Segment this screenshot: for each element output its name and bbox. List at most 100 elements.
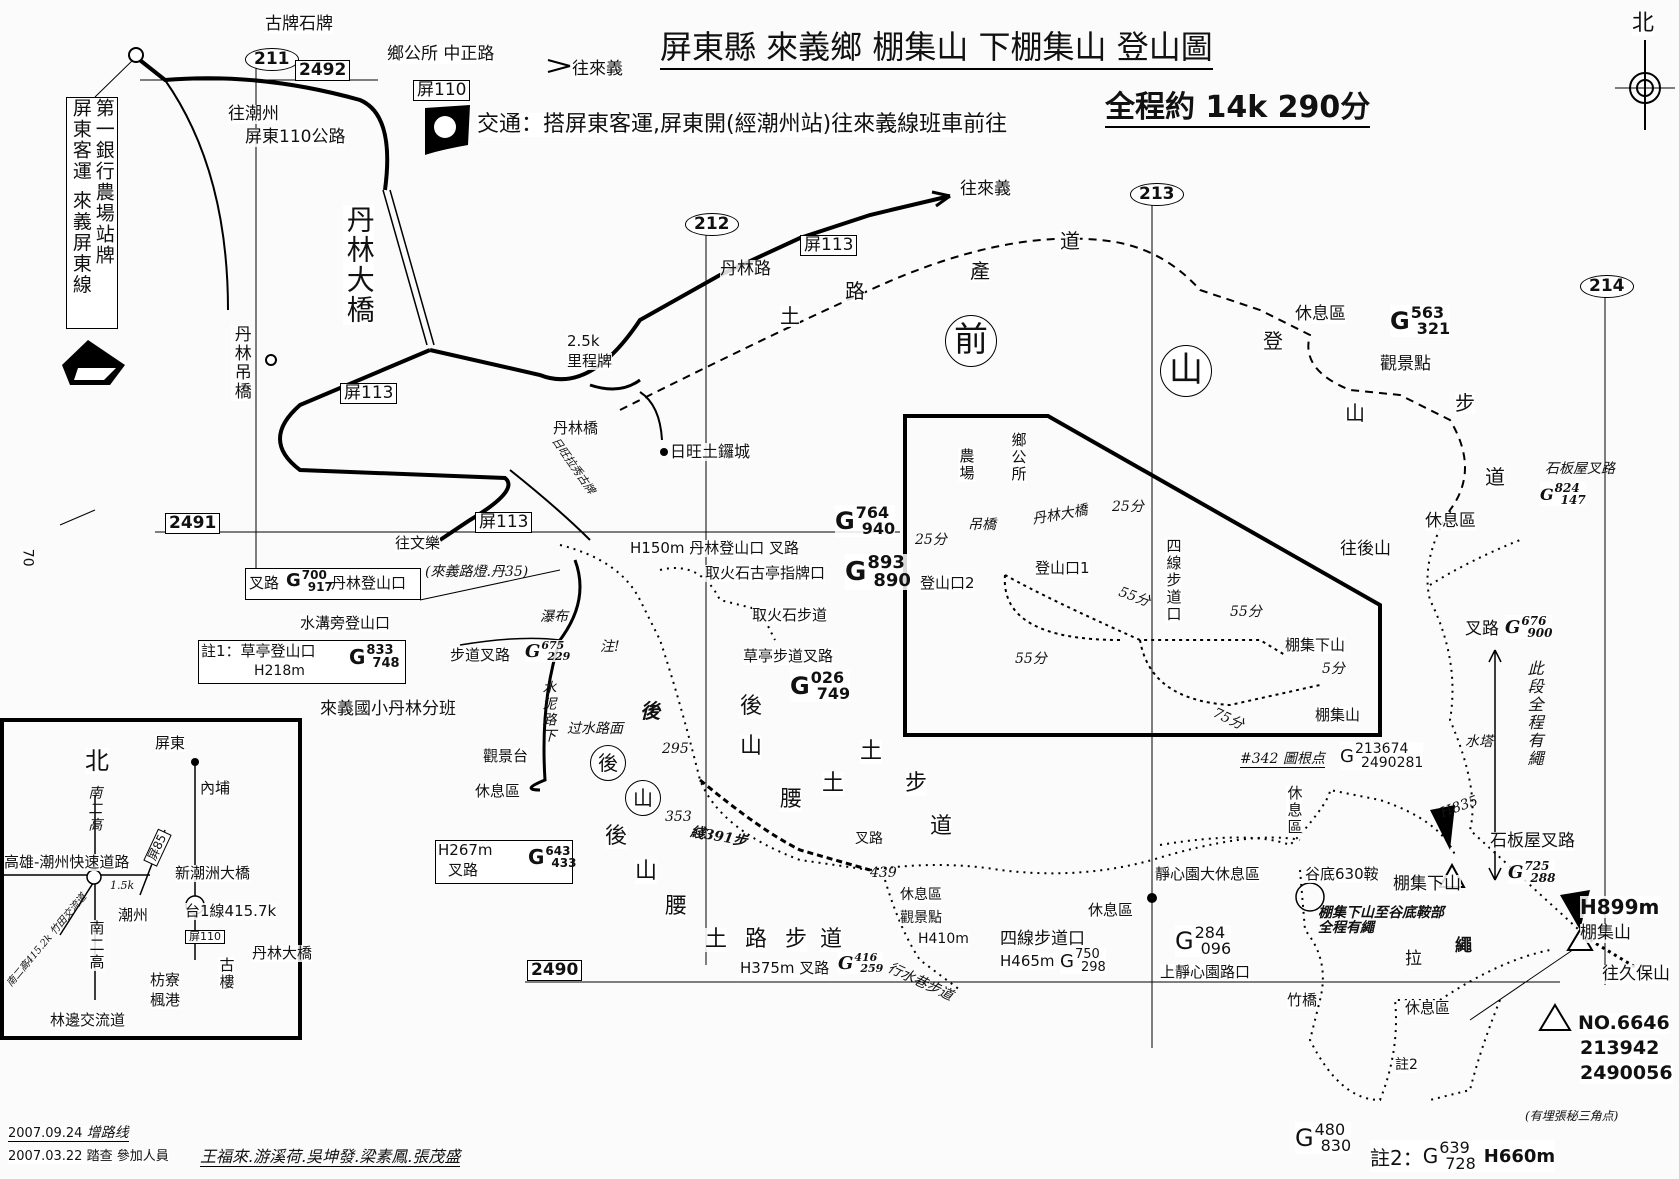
bus-stop-name: 第一銀行農場站牌 bbox=[92, 98, 115, 266]
rope-section-note: 棚集下山至谷底鞍部 全程有繩 bbox=[1318, 905, 1444, 937]
inset-time: 5分 bbox=[1322, 661, 1345, 677]
footer-row-1: 2007.09.24 增路线 bbox=[8, 1125, 129, 1143]
bus-icon bbox=[62, 340, 125, 385]
locator-pingtung: 屏東 bbox=[155, 734, 186, 752]
road-branch bbox=[509, 469, 591, 541]
trail-cement bbox=[529, 559, 582, 792]
xia-peak-label: 棚集下山 bbox=[1393, 874, 1461, 894]
trail-char: 土 bbox=[860, 739, 883, 765]
road-p113-label: 屏113 bbox=[475, 512, 533, 533]
road-212-marker: 212 bbox=[685, 213, 739, 236]
trail-char: 後 bbox=[740, 694, 763, 720]
grid-2492-label: 2492 bbox=[295, 60, 351, 81]
trail-loop-south bbox=[1299, 869, 1551, 1102]
north-label: 北 bbox=[1632, 11, 1655, 37]
jingxin-circle bbox=[1295, 882, 1325, 912]
gupai-label: 古牌石牌 bbox=[265, 14, 333, 34]
rest-area-label: 休息區 bbox=[900, 887, 942, 904]
inset-route-box bbox=[903, 414, 1382, 737]
road-113-west bbox=[278, 348, 511, 542]
to-back-mountain-label: 往後山 bbox=[1340, 539, 1391, 559]
h410-label: H410m bbox=[918, 931, 969, 948]
mountain-circle: 山 bbox=[1160, 345, 1212, 397]
transport-note: 交通：搭屏東客運,屏東開(經潮州站)往來義線班車前往 bbox=[477, 112, 1008, 138]
pingtung-110-label: 屏東110公路 bbox=[245, 127, 346, 147]
upper-jingxin-label: 上靜心園路口 bbox=[1160, 963, 1251, 981]
page-number: 70 bbox=[19, 548, 36, 567]
caution-label: 注! bbox=[600, 639, 620, 655]
survey-date: 2007.03.22 bbox=[8, 1149, 83, 1164]
riwang-label: 日旺土鑼城 bbox=[670, 442, 751, 461]
rest-marker bbox=[1147, 893, 1157, 903]
road-char: 產 bbox=[970, 259, 990, 283]
industrial-road bbox=[619, 237, 1466, 511]
road-p113-label: 屏113 bbox=[800, 235, 858, 256]
front-mountain-circle: 前 bbox=[945, 315, 997, 367]
trail-four-line bbox=[869, 836, 1301, 875]
locator-box bbox=[0, 718, 302, 1040]
triangulation-point-icon bbox=[1538, 1003, 1572, 1031]
trail-char: 步 bbox=[905, 771, 928, 797]
milestone-km: 2.5k bbox=[567, 332, 600, 350]
road-p110-label: 屏110 bbox=[413, 80, 471, 101]
locator-p110: 屏110 bbox=[185, 930, 225, 945]
inset-four-line: 四線步道口 bbox=[1164, 538, 1183, 623]
inset-entry2: 登山口2 bbox=[920, 574, 975, 592]
arrow-icon bbox=[931, 190, 951, 208]
road-char: 道 bbox=[1060, 229, 1080, 253]
trail-east bbox=[1426, 509, 1591, 941]
note2-marker: 註2 bbox=[1395, 1057, 1418, 1074]
trail-to-jiubao bbox=[1589, 938, 1641, 972]
footer-row-2: 2007.03.22 踏查 參加人員 bbox=[8, 1149, 169, 1165]
road-char: 土 bbox=[780, 304, 800, 328]
rest-area-label: 休息區 bbox=[1295, 304, 1346, 324]
h218-label: H218m bbox=[254, 663, 305, 679]
waterfall-label: 瀑布 bbox=[540, 609, 568, 625]
update-note: 增路线 bbox=[86, 1125, 129, 1141]
bus-line: 屏東客運 來義屏東線 bbox=[69, 98, 92, 296]
streetlight-note: (來義路燈.丹35) bbox=[425, 564, 529, 580]
inset-time: 25分 bbox=[1112, 499, 1144, 515]
locator-fenggang: 楓港 bbox=[150, 991, 181, 1009]
trail-char: 腰 bbox=[780, 787, 803, 813]
school-label: 來義國小丹林分班 bbox=[320, 699, 456, 719]
members-list: 王福來.游溪荷.吳坤發.梁素鳳.張茂盛 bbox=[200, 1147, 461, 1167]
pointer-line bbox=[59, 509, 96, 526]
update-date: 2007.09.24 bbox=[8, 1126, 83, 1141]
water-tower-label: 水塔 bbox=[1465, 734, 1493, 750]
to-wenle-label: 往文樂 bbox=[395, 534, 441, 552]
trail-char: 山 bbox=[740, 734, 763, 760]
rope-arrow bbox=[1488, 649, 1502, 881]
danlin-road-label: 丹林路 bbox=[720, 259, 771, 279]
trail-jingxin bbox=[1159, 788, 1456, 856]
fire-trail-label: 取火石步道 bbox=[752, 606, 828, 624]
viewpoint-label: 觀景點 bbox=[900, 910, 942, 927]
road-branch bbox=[589, 378, 641, 391]
locator-gulou: 古樓 bbox=[217, 957, 236, 991]
inset-entry1: 登山口1 bbox=[1035, 559, 1090, 577]
benchmark-342-label: #342 圖根点 bbox=[1240, 751, 1325, 769]
inset-suspension: 吊橋 bbox=[968, 517, 996, 533]
trail-char: 登 bbox=[1263, 329, 1283, 353]
trail-char: 道 bbox=[820, 927, 843, 953]
four-line-entry-label: 四線步道口 bbox=[1000, 929, 1085, 949]
pointer-line bbox=[1469, 944, 1581, 1021]
fire-pavilion-label: 取火石古亭指牌口 bbox=[705, 564, 826, 582]
triangle-note: (有埋張秘三角点) bbox=[1525, 1109, 1619, 1123]
peak-label: 棚集山 bbox=[1580, 923, 1631, 943]
inset-time: 55分 bbox=[1230, 604, 1262, 620]
compass-icon bbox=[1615, 40, 1675, 130]
n295-label: 295 bbox=[662, 741, 689, 757]
rest-area-label: 休息區 bbox=[1285, 785, 1304, 836]
locator-tai1: 台1線415.7k bbox=[185, 902, 277, 920]
rest-area-label: 休息區 bbox=[475, 782, 521, 800]
pingtung-dot bbox=[191, 758, 199, 766]
